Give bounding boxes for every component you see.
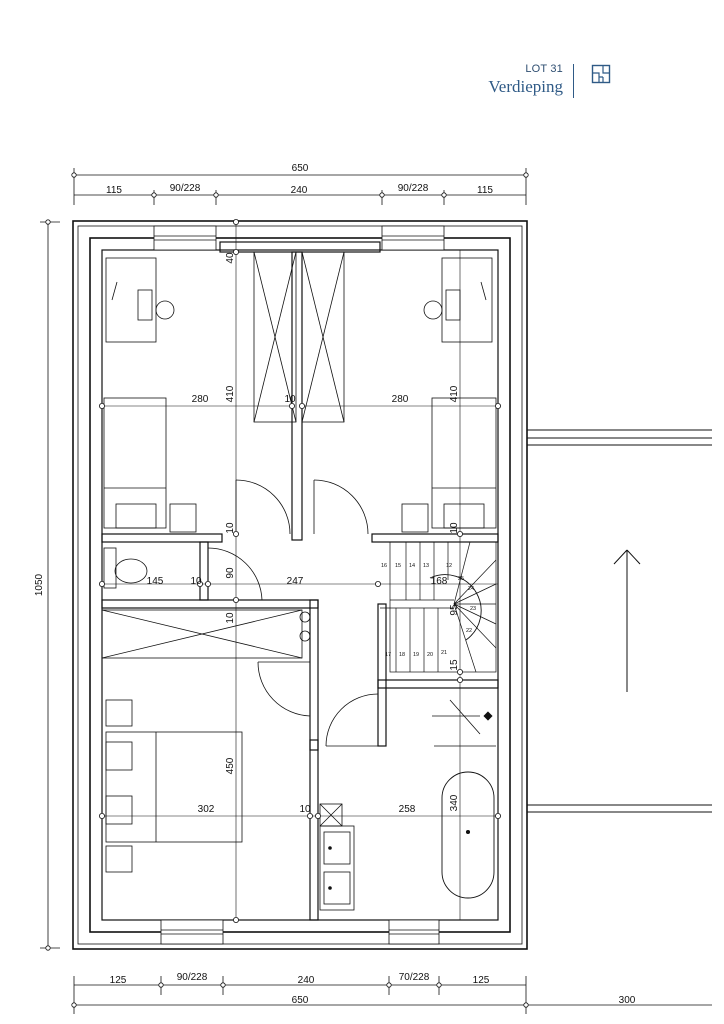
- dim-bottom-2: 90/228: [177, 972, 208, 983]
- svg-text:17: 17: [385, 652, 391, 658]
- wardrobe: [101, 251, 345, 659]
- level-label: Verdieping: [488, 77, 563, 96]
- svg-text:21: 21: [441, 650, 447, 656]
- bedroom-right-width: 280: [392, 394, 409, 405]
- svg-text:12: 12: [446, 563, 452, 569]
- vanity-sink: [319, 803, 355, 911]
- bedroom-right-depth: 410: [449, 385, 460, 402]
- bathroom-width: 258: [399, 804, 416, 815]
- stair-width: 168: [431, 576, 448, 587]
- stair-bottom-wall: 15: [449, 659, 460, 671]
- toilet: [103, 547, 148, 589]
- dim-top-total: 650: [292, 163, 309, 174]
- bedroom-left-wall: 10: [225, 522, 236, 534]
- closet-wall: 10: [284, 394, 296, 405]
- landing-width: 247: [287, 576, 304, 587]
- svg-text:22: 22: [466, 628, 472, 634]
- terrace-edge: [527, 429, 712, 813]
- stair-step-numbers: 12 13 14 15 16 17 18 19 20 21 22 23 24 2…: [381, 563, 476, 658]
- dim-left-total: 1050: [34, 573, 45, 596]
- bedroom-left-top: 40: [225, 252, 236, 264]
- landing-wall: 10: [225, 612, 236, 624]
- shower: [432, 699, 496, 747]
- svg-text:18: 18: [399, 652, 405, 658]
- svg-text:19: 19: [413, 652, 419, 658]
- floorplan-icon[interactable]: [591, 64, 611, 84]
- dim-bottom-4: 70/228: [399, 972, 430, 983]
- dimension-labels: 650 115 90/228 240 90/228 115 125 90/228…: [34, 163, 636, 1006]
- bed: [103, 397, 497, 873]
- bathtub: [441, 771, 495, 899]
- svg-text:16: 16: [381, 563, 387, 569]
- desk: [105, 257, 493, 343]
- toilet-depth: 90: [225, 567, 236, 579]
- dim-top-2: 90/228: [170, 183, 201, 194]
- bedroom-left-width: 280: [192, 394, 209, 405]
- toilet-width: 145: [147, 576, 164, 587]
- bath-length: 340: [449, 794, 460, 811]
- door: [207, 479, 379, 747]
- dim-top-1: 115: [106, 185, 122, 196]
- svg-text:15: 15: [395, 563, 401, 569]
- dimension-bottom: [73, 976, 712, 1014]
- svg-text:14: 14: [409, 563, 415, 569]
- staircase: [380, 541, 497, 673]
- dim-top-4: 90/228: [398, 183, 429, 194]
- stair-landing: 95: [449, 604, 460, 616]
- dim-top-3: 240: [291, 185, 308, 196]
- dimension-marks: [45, 172, 529, 1008]
- bathroom-wall: 10: [299, 804, 311, 815]
- dim-top-5: 115: [477, 185, 493, 196]
- direction-arrow: [613, 549, 641, 692]
- svg-text:23: 23: [470, 606, 476, 612]
- header-divider: [573, 64, 574, 98]
- dim-bottom-5: 125: [473, 975, 490, 986]
- bedroom-right-wall: 10: [449, 522, 460, 534]
- dim-bottom-1: 125: [110, 975, 127, 986]
- dim-bottom-3: 240: [298, 975, 315, 986]
- dim-bottom-total: 650: [292, 995, 309, 1006]
- svg-text:24: 24: [468, 586, 474, 592]
- dim-bottom-extension: 300: [619, 995, 636, 1006]
- svg-text:13: 13: [423, 563, 429, 569]
- svg-text:25: 25: [458, 576, 464, 582]
- bedroom-main-width: 302: [198, 804, 215, 815]
- measure-lines: [102, 222, 498, 920]
- toilet-wall: 10: [190, 576, 202, 587]
- svg-text:20: 20: [427, 652, 433, 658]
- lot-label: LOT 31: [525, 63, 563, 75]
- bedroom-main-depth: 450: [225, 757, 236, 774]
- plan-header: LOT 31 Verdieping: [466, 60, 666, 100]
- bedroom-left-depth: 410: [225, 385, 236, 402]
- window: [153, 225, 445, 945]
